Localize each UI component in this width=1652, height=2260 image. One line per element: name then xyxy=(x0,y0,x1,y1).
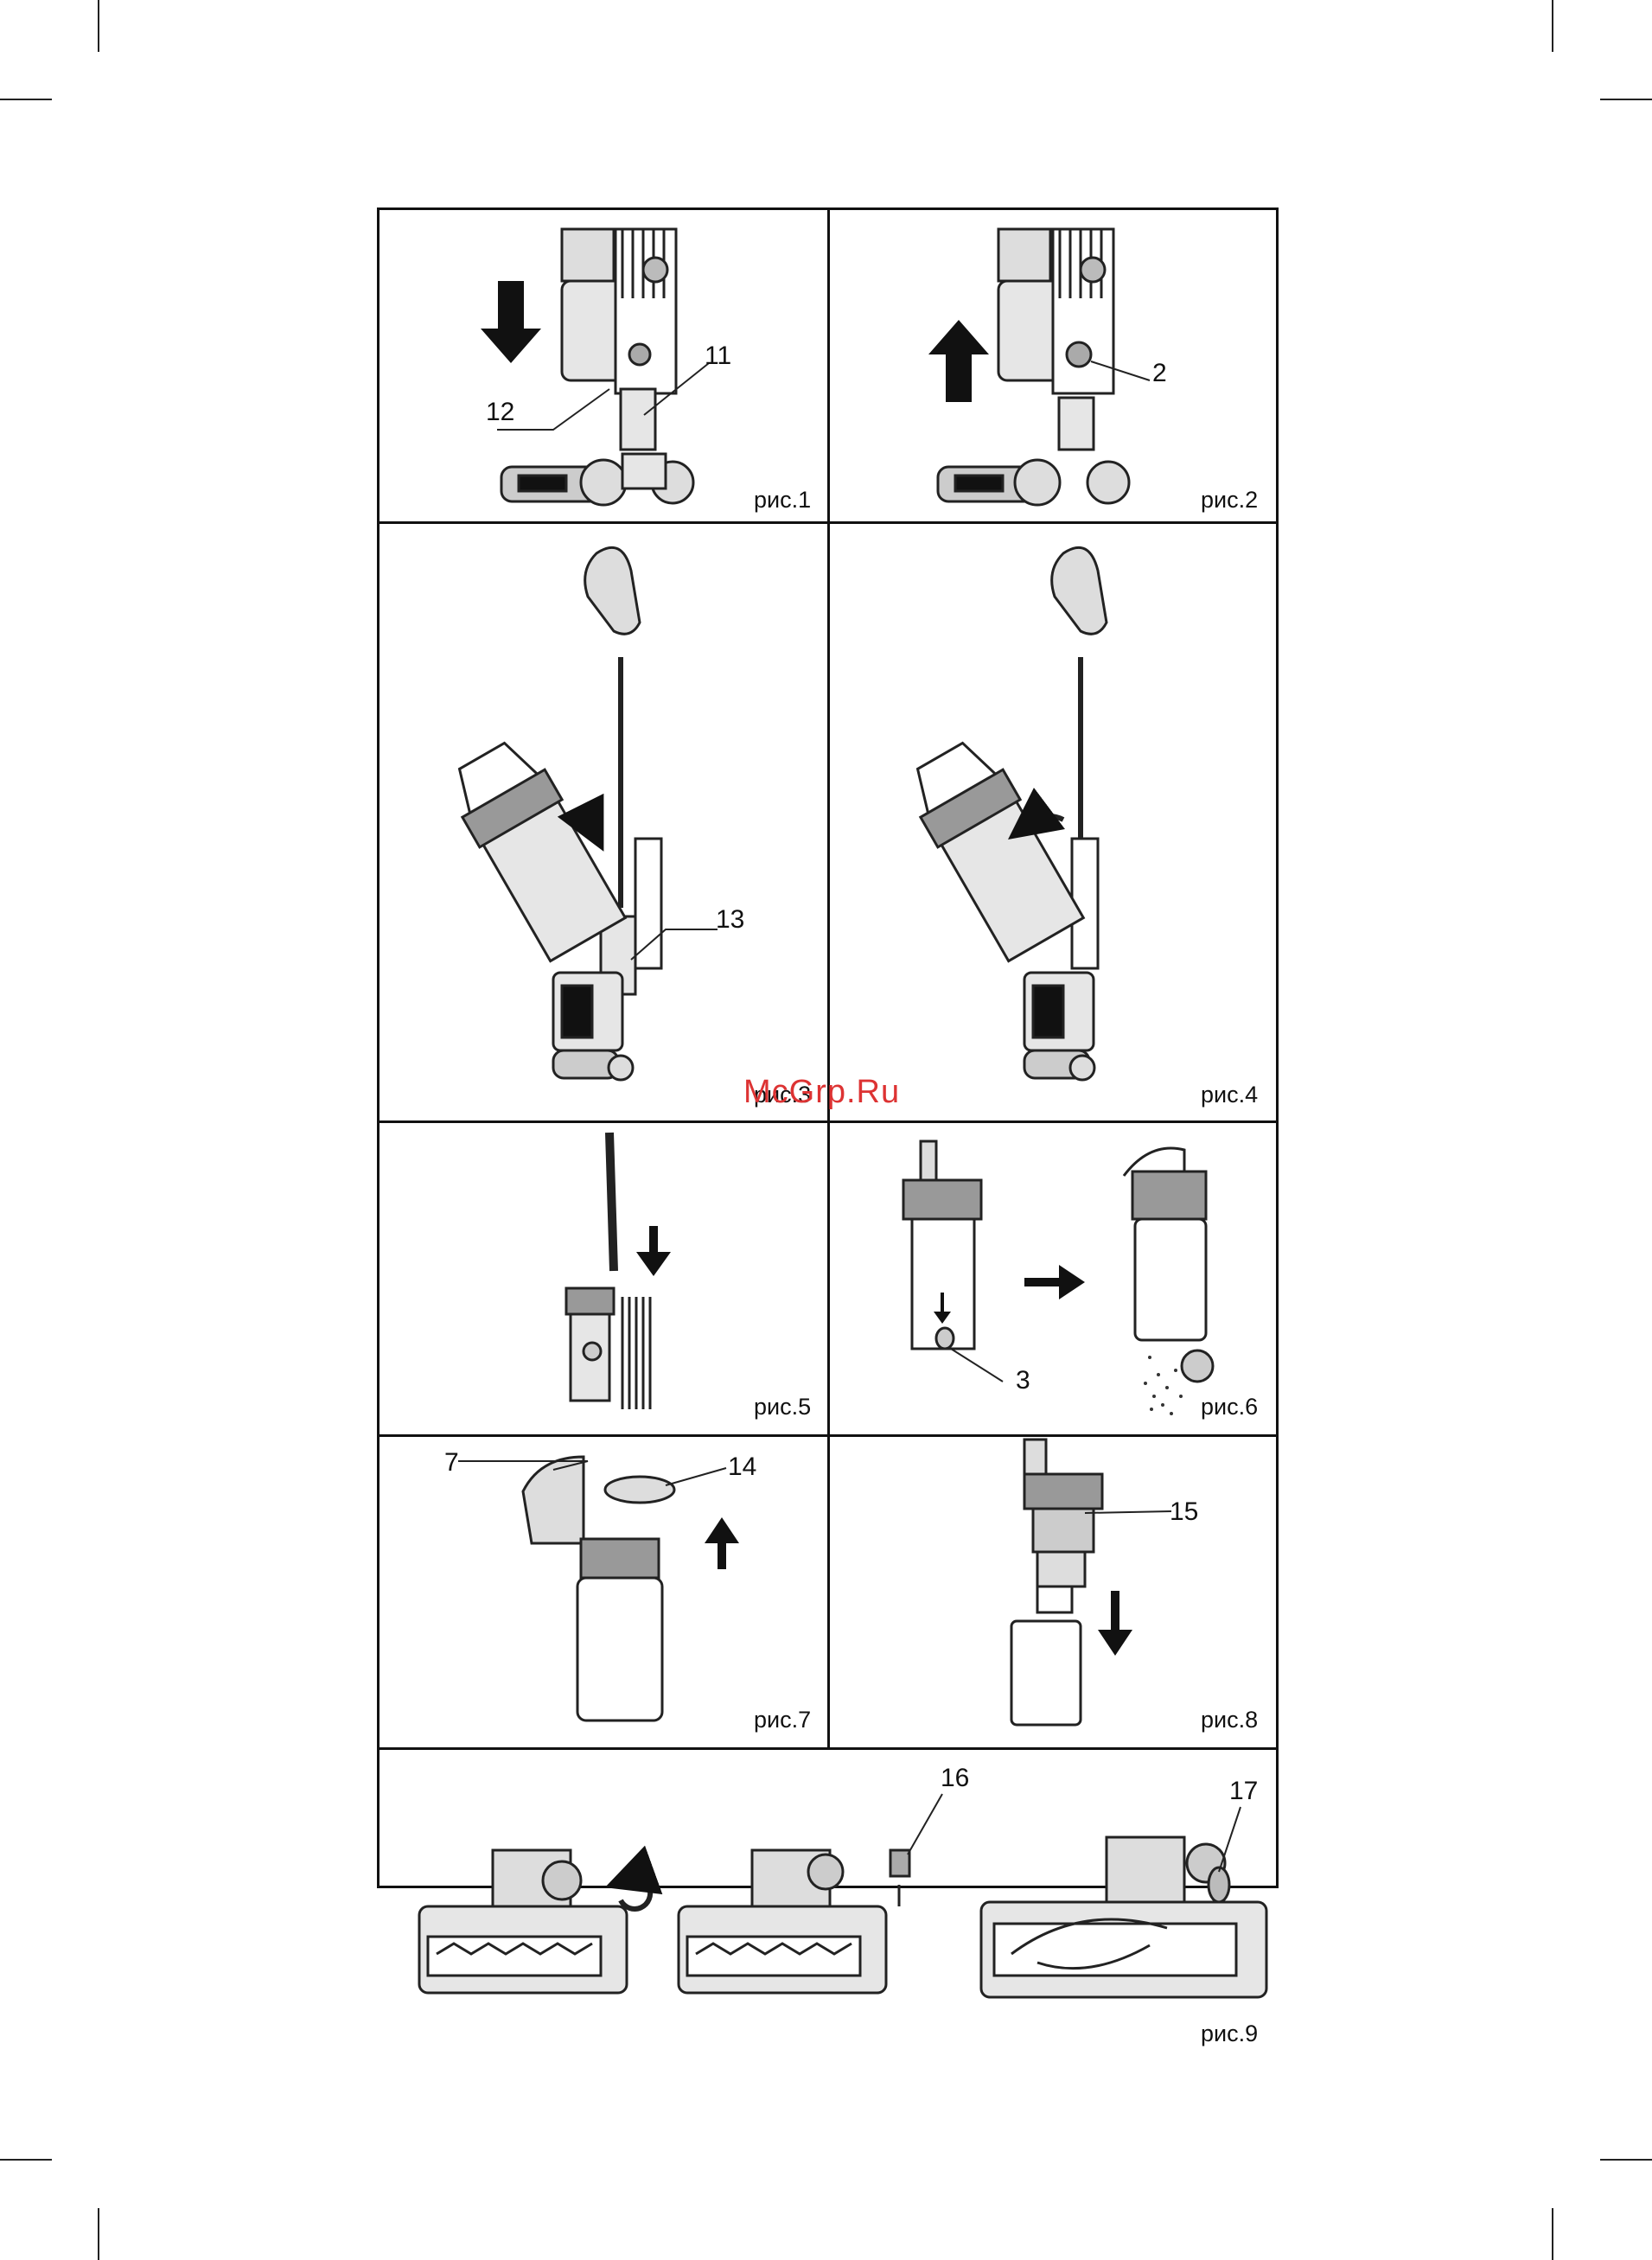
fig3-illustration xyxy=(441,547,718,1080)
callout-3: 3 xyxy=(1016,1366,1030,1395)
fig1-illustration xyxy=(481,229,709,505)
watermark: McGrp.Ru xyxy=(743,1074,900,1111)
caption-fig6: рис.6 xyxy=(1201,1394,1258,1420)
callout-7: 7 xyxy=(444,1448,459,1478)
caption-fig2: рис.2 xyxy=(1201,487,1258,514)
callout-17: 17 xyxy=(1229,1777,1258,1806)
caption-fig1: рис.1 xyxy=(754,487,811,514)
fig8-illustration xyxy=(1011,1440,1171,1725)
fig4-illustration xyxy=(899,547,1107,1080)
caption-fig8: рис.8 xyxy=(1201,1707,1258,1733)
fig5-illustration xyxy=(566,1133,671,1409)
fig9-illustration xyxy=(419,1794,1266,1997)
fig2-illustration xyxy=(928,229,1150,505)
fig7-illustration xyxy=(458,1457,739,1721)
callout-14: 14 xyxy=(728,1452,756,1482)
callout-12: 12 xyxy=(486,398,514,427)
callout-15: 15 xyxy=(1170,1497,1198,1527)
callout-13: 13 xyxy=(716,905,744,935)
dust-particles xyxy=(1144,1356,1183,1415)
callout-16: 16 xyxy=(941,1764,969,1793)
callout-2: 2 xyxy=(1152,359,1167,388)
fig6-illustration xyxy=(903,1141,1213,1415)
caption-fig9: рис.9 xyxy=(1201,2021,1258,2047)
callout-11: 11 xyxy=(705,342,731,371)
caption-fig4: рис.4 xyxy=(1201,1082,1258,1108)
caption-fig5: рис.5 xyxy=(754,1394,811,1420)
caption-fig7: рис.7 xyxy=(754,1707,811,1733)
